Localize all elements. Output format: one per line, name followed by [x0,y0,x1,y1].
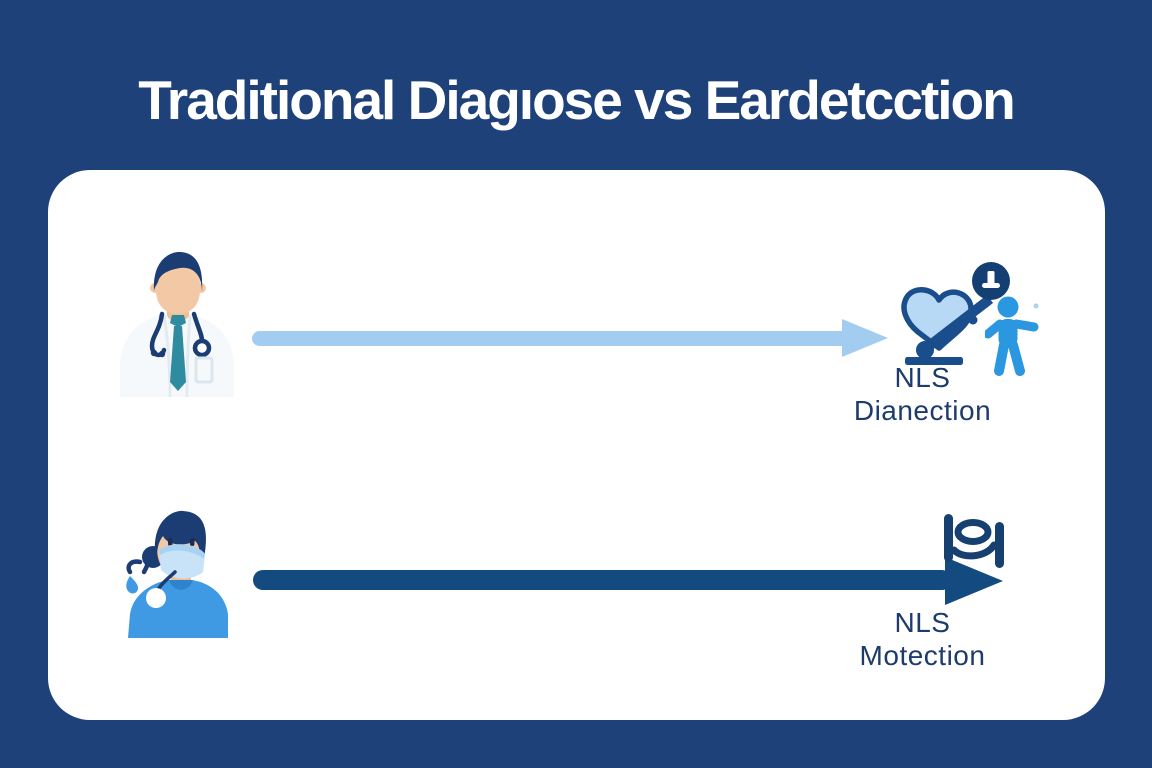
doctor-icon [120,252,234,397]
patient-icon [985,296,1039,376]
body-scanner-icon [944,514,1004,568]
result-label-line2: Motection [859,640,986,671]
nurse-icon [126,510,228,638]
result-label-line1: NLS [894,362,951,393]
arrow-right-light-icon [252,319,888,357]
heart-check-icon [901,287,994,365]
result-label-traditional: NLS Dianection [830,361,1015,427]
clock-badge-icon [972,262,1010,300]
result-label-early-detection: NLS Motection [830,606,1015,672]
arrow-right-navy-icon [253,557,1003,605]
result-label-line1: NLS [894,607,951,638]
page-title: Traditional Diagıose vs Eardetcction [138,69,1016,131]
result-label-line2: Dianection [853,395,992,426]
